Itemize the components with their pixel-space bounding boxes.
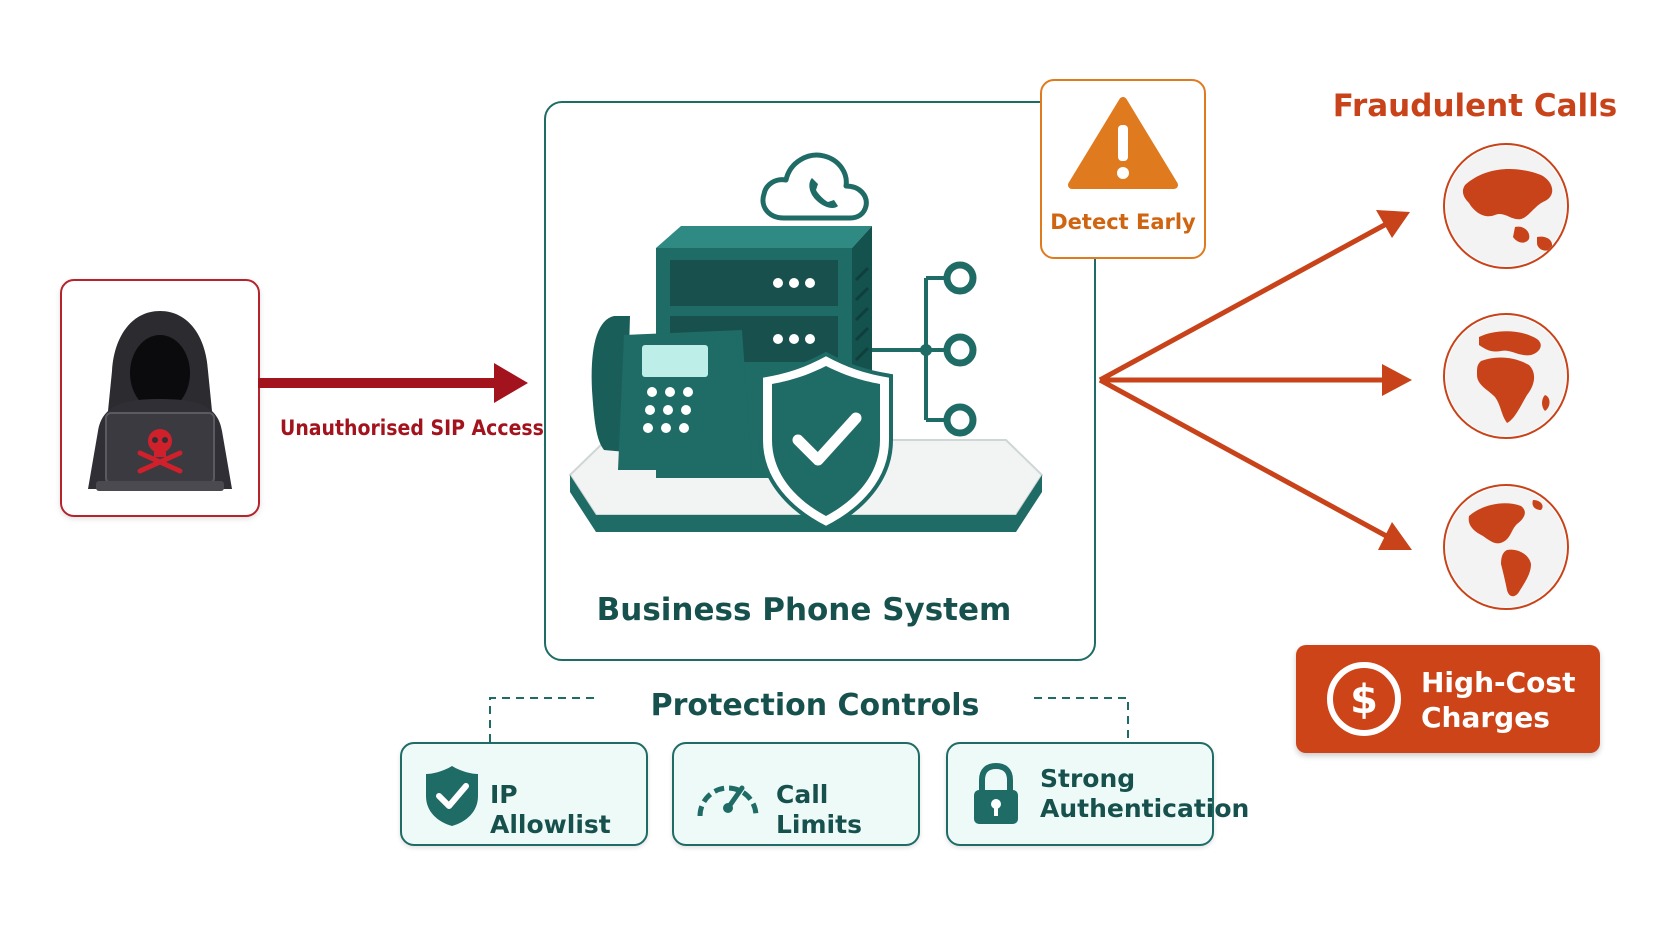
control-label-line2: Authentication: [1040, 794, 1250, 823]
control-ip-allowlist: IP Allowlist: [400, 742, 648, 846]
control-label: Strong Authentication: [1040, 764, 1249, 824]
speedometer-icon: [697, 785, 759, 817]
attack-arrow: [258, 363, 528, 403]
globe-americas-icon: [1443, 484, 1569, 610]
control-label: IP Allowlist: [490, 780, 611, 839]
controls-bracket: [489, 697, 1129, 742]
currency-symbol: $: [1350, 677, 1378, 723]
detect-early-label: Detect Early: [1050, 210, 1196, 234]
globe-africa-icon: [1443, 313, 1569, 439]
protection-controls-title: Protection Controls: [600, 688, 1030, 723]
desk-phone-icon: [591, 316, 752, 470]
hooded-hacker-icon: [88, 311, 232, 491]
shield-check-icon: [759, 351, 893, 531]
network-nodes-icon: [872, 261, 977, 437]
control-label: Call Limits: [776, 780, 862, 839]
padlock-icon: [974, 762, 1018, 824]
high-cost-charges-badge: $ High-Cost Charges: [1296, 645, 1600, 753]
system-title: Business Phone System: [596, 592, 1012, 628]
fraudulent-calls-title: Fraudulent Calls: [1332, 88, 1618, 124]
shield-check-icon: [426, 766, 478, 826]
warning-triangle-icon: [1068, 97, 1178, 189]
control-label-line1: Strong: [1040, 764, 1136, 793]
charges-line2: Charges: [1421, 701, 1550, 734]
dollar-coin-icon: $: [1327, 662, 1401, 736]
charges-line1: High-Cost: [1421, 666, 1576, 699]
attack-arrow-label: Unauthorised SIP Access: [280, 416, 544, 440]
cloud-phone-icon: [760, 152, 869, 221]
detect-early-card: [1040, 79, 1206, 259]
fraud-arrows: [1098, 210, 1412, 550]
control-strong-authentication: Strong Authentication: [946, 742, 1249, 846]
control-call-limits: Call Limits: [672, 742, 920, 846]
globe-asia-icon: [1443, 143, 1569, 269]
high-cost-charges-label: High-Cost Charges: [1421, 665, 1596, 735]
attacker-card: [60, 279, 260, 517]
phone-system-illustration: [568, 152, 1044, 532]
